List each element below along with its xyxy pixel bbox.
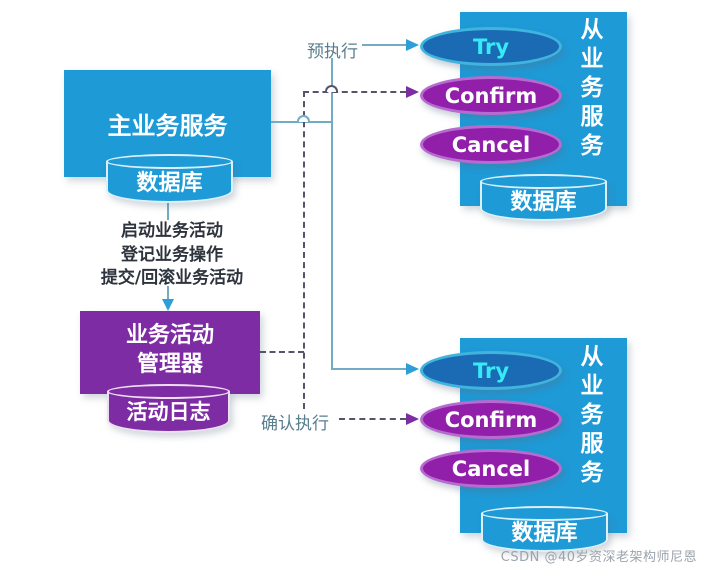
main-database-label: 数据库 (136, 170, 203, 196)
activity-manager-label-line2: 管理器 (136, 351, 203, 377)
dashed-to-confirm1 (303, 91, 406, 93)
dashed-to-confirm2 (339, 418, 406, 420)
pre-execute-label: 预执行 (307, 42, 358, 62)
main-service-label: 主业务服务 (107, 112, 228, 140)
slave-database-cylinder-1: 数据库 (480, 174, 607, 221)
try-label-2: Try (472, 358, 510, 383)
arrowhead-try2 (406, 363, 419, 375)
arrowhead-confirm2 (406, 413, 419, 425)
cancel-label-1: Cancel (451, 132, 531, 157)
activity-manager-label-line1: 业务活动 (125, 322, 214, 348)
connector-notes-to-manager (167, 286, 169, 300)
activity-log-label: 活动日志 (126, 399, 211, 424)
connector-db-to-notes (167, 202, 169, 220)
slave-service-label-2: 从业务服务 (576, 344, 602, 489)
try-label-1: Try (472, 34, 510, 59)
activity-manager-box: 业务活动 管理器 (80, 311, 260, 394)
cylinder-top (107, 384, 230, 399)
connector-trunk-to-try2 (331, 368, 407, 370)
slave-database-label-2: 数据库 (511, 520, 578, 546)
cancel-ellipse-2: Cancel (420, 449, 562, 488)
connector-main-to-junction (271, 121, 332, 123)
line-hop-solid (297, 115, 310, 122)
connector-trunk-vertical (331, 58, 333, 370)
dashed-manager-to-trunk (260, 351, 304, 353)
cylinder-top (480, 174, 607, 189)
cylinder-body (107, 391, 230, 433)
watermark-text: CSDN @40岁资深老架构师尼恩 (500, 550, 697, 565)
line-hop-dashed (325, 85, 338, 92)
arrowhead-manager (162, 299, 174, 311)
main-database-cylinder: 数据库 (106, 154, 233, 203)
activity-notes: 启动业务活动 登记业务操作 提交/回滚业务活动 (86, 220, 258, 291)
slave-database-cylinder-2: 数据库 (481, 506, 608, 552)
connector-pre-execute-to-try1 (362, 44, 407, 46)
confirm-ellipse-2: Confirm (420, 400, 562, 439)
try-ellipse-2: Try (420, 351, 562, 390)
note-line: 启动业务活动 (121, 221, 223, 241)
activity-log-cylinder: 活动日志 (107, 384, 230, 433)
confirm-label-1: Confirm (444, 83, 538, 108)
note-line: 登记业务操作 (121, 244, 223, 265)
arrowhead-try1 (406, 39, 419, 51)
try-ellipse-1: Try (420, 27, 562, 66)
slave-database-label-1: 数据库 (510, 189, 577, 215)
slave-service-label-1: 从业务服务 (576, 17, 602, 162)
confirm-execute-label: 确认执行 (261, 414, 329, 434)
confirm-label-2: Confirm (444, 407, 538, 432)
note-line: 提交/回滚业务活动 (100, 268, 244, 288)
confirm-ellipse-1: Confirm (420, 76, 562, 115)
cylinder-top (106, 154, 233, 169)
arrowhead-confirm1 (406, 86, 419, 98)
cancel-label-2: Cancel (451, 456, 531, 481)
cylinder-top (481, 506, 608, 521)
dashed-trunk-vertical (303, 91, 305, 409)
cancel-ellipse-1: Cancel (420, 125, 562, 164)
cylinder-body (481, 513, 608, 552)
